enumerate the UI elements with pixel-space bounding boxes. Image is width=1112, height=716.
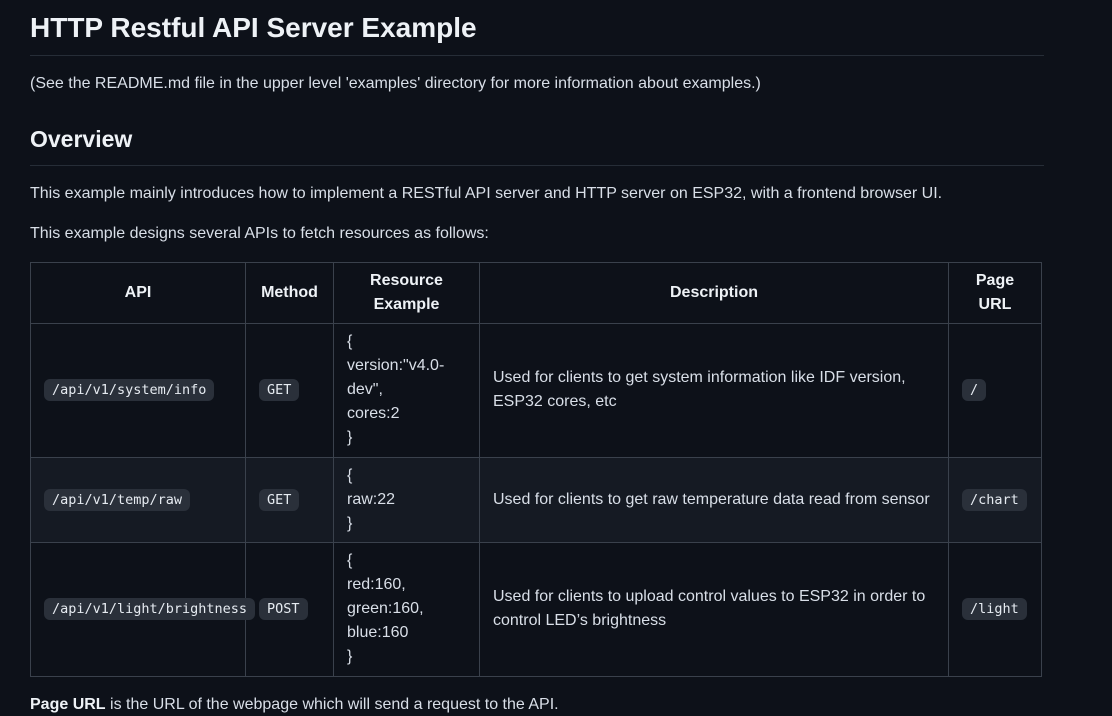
description-cell: Used for clients to get system informati… — [479, 322, 949, 458]
api-cell: /api/v1/system/info — [30, 322, 246, 458]
overview-heading: Overview — [30, 122, 1044, 166]
page-url-code: /light — [962, 598, 1027, 621]
page-url-code: / — [962, 379, 987, 402]
footnote-paragraph: Page URL is the URL of the webpage which… — [30, 693, 1044, 716]
http-method-code: GET — [259, 379, 300, 402]
method-cell: GET — [245, 456, 334, 543]
http-method-code: POST — [259, 598, 308, 621]
api-table: API Method Resource Example Description … — [30, 261, 1042, 677]
overview-paragraph-2: This example designs several APIs to fet… — [30, 224, 489, 242]
api-path-code: /api/v1/system/info — [44, 379, 215, 402]
api-path-code: /api/v1/light/brightness — [44, 598, 256, 621]
header-api: API — [30, 261, 246, 324]
header-page-url: Page URL — [948, 261, 1042, 324]
page-title: HTTP Restful API Server Example — [30, 10, 1044, 57]
page-url-code: /chart — [962, 488, 1027, 511]
header-resource-example: Resource Example — [333, 261, 480, 324]
api-path-code: /api/v1/temp/raw — [44, 488, 191, 511]
description-cell: Used for clients to upload control value… — [479, 541, 949, 677]
overview-paragraph-1: This example mainly introduces how to im… — [30, 184, 943, 202]
page-url-cell: /light — [948, 541, 1042, 677]
resource-example-cell: { raw:22 } — [333, 456, 480, 543]
page-url-cell: / — [948, 322, 1042, 458]
method-cell: GET — [245, 322, 334, 458]
api-cell: /api/v1/temp/raw — [30, 456, 246, 543]
description-cell: Used for clients to get raw temperature … — [479, 456, 949, 543]
readme-document: HTTP Restful API Server Example (See the… — [30, 10, 1044, 716]
footnote-bold-label: Page URL — [30, 695, 106, 713]
table-row: /api/v1/temp/raw GET { raw:22 }Used for cl… — [30, 456, 1042, 543]
resource-example-cell: { version:"v4.0-dev", cores:2 } — [333, 322, 480, 458]
resource-example-cell: { red:160, green:160, blue:160 } — [333, 541, 480, 677]
table-header-row: API Method Resource Example Description … — [30, 261, 1042, 324]
api-cell: /api/v1/light/brightness — [30, 541, 256, 677]
footnote-text: is the URL of the webpage which will sen… — [105, 695, 559, 713]
intro-paragraph: (See the README.md file in the upper lev… — [30, 75, 761, 93]
page-url-cell: /chart — [948, 456, 1042, 543]
header-method: Method — [245, 261, 334, 324]
header-description: Description — [479, 261, 949, 324]
table-row: /api/v1/system/info GET { version:"v4.0-de… — [30, 322, 1042, 458]
method-cell: POST — [245, 541, 334, 677]
http-method-code: GET — [259, 488, 300, 511]
